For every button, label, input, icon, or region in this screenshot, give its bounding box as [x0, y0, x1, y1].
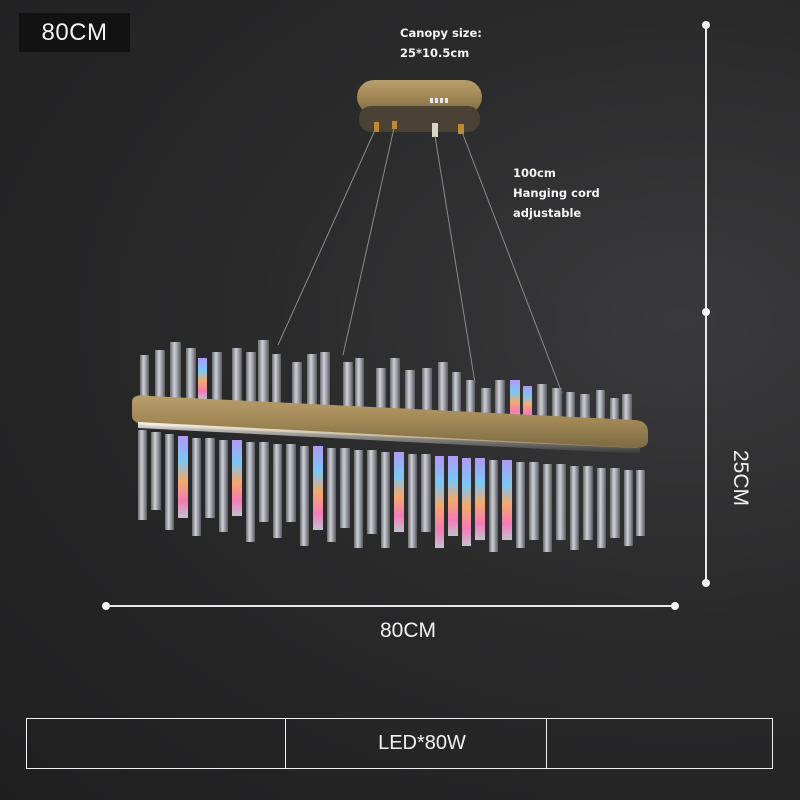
height-line-bottom-dot	[702, 579, 710, 587]
canopy-value: 25*10.5cm	[400, 46, 470, 60]
bottom-crystals	[138, 430, 645, 552]
width-label: 80CM	[380, 619, 437, 642]
chandelier-image	[132, 80, 648, 552]
width-line-left-dot	[102, 602, 110, 610]
spec-cell-3	[546, 719, 772, 768]
canopy-size-note: Canopy size: 25*10.5cm	[400, 23, 482, 63]
height-line-top-dot	[702, 21, 710, 29]
top-crystals	[140, 340, 632, 426]
width-line-right-dot	[671, 602, 679, 610]
height-label: 25CM	[729, 449, 752, 507]
cord-adjustable: adjustable	[513, 206, 582, 220]
spec-table: LED*80W	[26, 718, 773, 769]
canopy	[357, 80, 482, 137]
hanging-cord-note: 100cm Hanging cord adjustable	[513, 163, 600, 223]
height-dimension-line	[705, 25, 707, 582]
height-line-mid-dot	[702, 308, 710, 316]
hanging-cords	[277, 127, 563, 394]
cord-title: Hanging cord	[513, 186, 600, 200]
size-badge-label: 80CM	[41, 18, 108, 46]
spec-cell-power: LED*80W	[285, 719, 546, 768]
size-badge: 80CM	[19, 13, 130, 52]
canopy-title: Canopy size:	[400, 26, 482, 40]
cord-length: 100cm	[513, 166, 556, 180]
gold-ring	[132, 395, 648, 454]
width-dimension-line	[106, 605, 676, 607]
spec-cell-1	[27, 719, 285, 768]
